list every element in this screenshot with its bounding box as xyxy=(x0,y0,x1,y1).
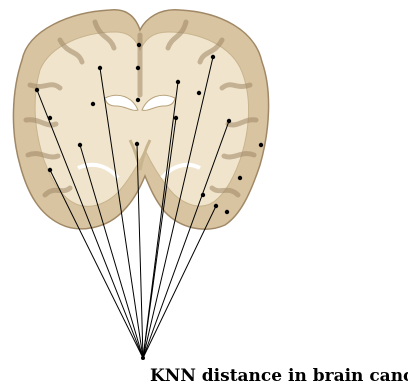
knn-point-10 xyxy=(214,204,218,208)
knn-point-7 xyxy=(174,116,178,120)
knn-query-point-icon xyxy=(141,356,145,360)
knn-point-18 xyxy=(201,193,205,197)
knn-point-17 xyxy=(238,176,242,180)
knn-point-8 xyxy=(211,55,215,59)
knn-point-14 xyxy=(91,102,95,106)
knn-point-9 xyxy=(227,119,231,123)
knn-point-2 xyxy=(48,168,52,172)
knn-point-20 xyxy=(136,98,140,102)
knn-point-13 xyxy=(48,116,52,120)
knn-point-16 xyxy=(259,143,263,147)
figure-caption: KNN distance in brain cancer xyxy=(150,366,408,386)
knn-point-5 xyxy=(135,142,139,146)
knn-point-3 xyxy=(78,143,82,147)
knn-point-4 xyxy=(98,66,102,70)
knn-point-6 xyxy=(176,80,180,84)
knn-point-15 xyxy=(197,91,201,95)
knn-point-19 xyxy=(225,210,229,214)
knn-point-1 xyxy=(35,88,39,92)
knn-point-12 xyxy=(136,66,140,70)
knn-point-11 xyxy=(137,43,141,47)
